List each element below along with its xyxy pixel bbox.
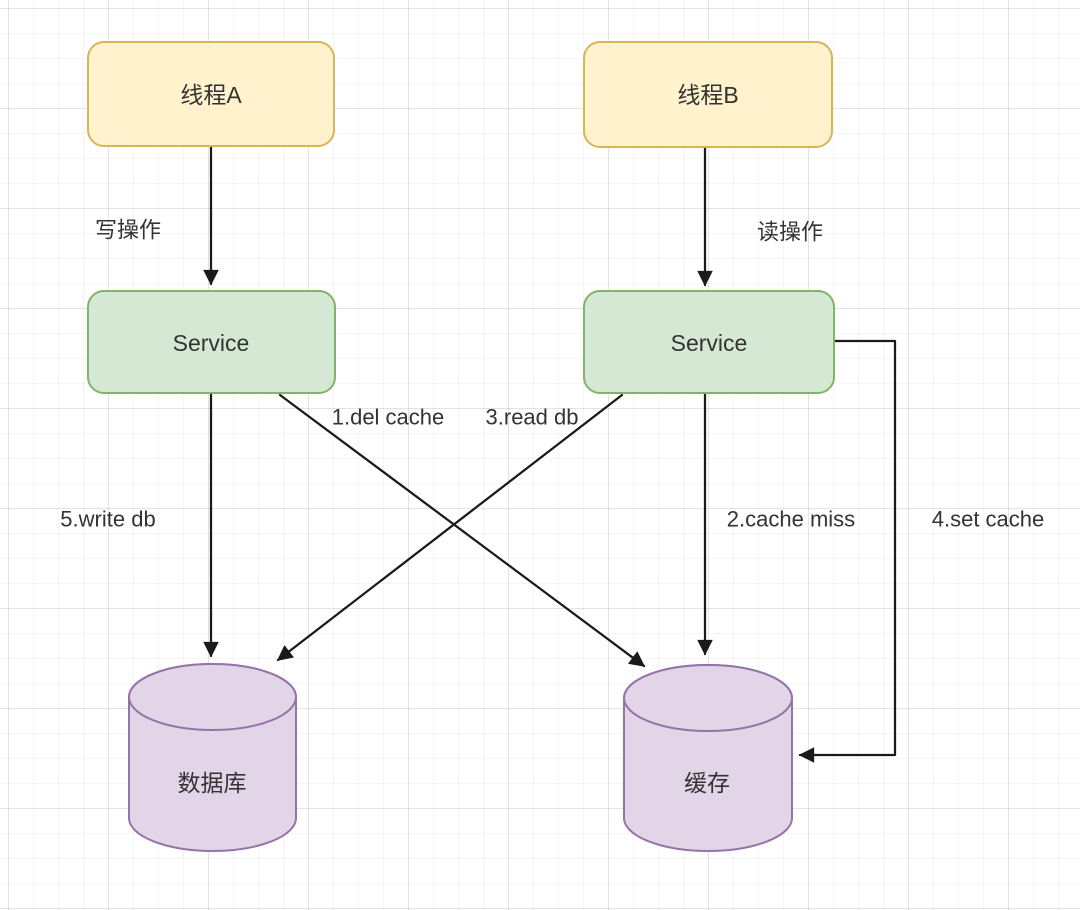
thread-a-label: 线程A	[180, 82, 242, 108]
arrow-set-cache	[798, 339, 897, 763]
thread-a-node	[87, 41, 335, 147]
thread-b-label: 线程B	[677, 82, 738, 108]
edge-label-set-cache: 4.set cache	[932, 507, 1045, 532]
edge-label-read-db: 3.read db	[486, 405, 579, 430]
edge-label-write-db: 5.write db	[60, 507, 155, 532]
edge-label-cache-miss: 2.cache miss	[727, 507, 855, 532]
edge-label-read-op: 读操作	[757, 220, 823, 245]
edge-label-write-op: 写操作	[95, 218, 161, 243]
service-a-node	[87, 290, 336, 394]
database-cylinder: 数据库	[128, 663, 297, 852]
service-a-label: Service	[173, 330, 250, 356]
cache-label: 缓存	[684, 770, 730, 796]
thread-b-node	[583, 41, 833, 148]
arrow-del-cache	[278, 393, 646, 668]
edge-label-del-cache: 1.del cache	[332, 405, 445, 430]
service-b-node	[583, 290, 835, 394]
database-label: 数据库	[178, 770, 247, 796]
service-b-label: Service	[671, 330, 748, 356]
cache-cylinder: 缓存	[623, 664, 793, 852]
arrow-read-db	[276, 393, 624, 662]
